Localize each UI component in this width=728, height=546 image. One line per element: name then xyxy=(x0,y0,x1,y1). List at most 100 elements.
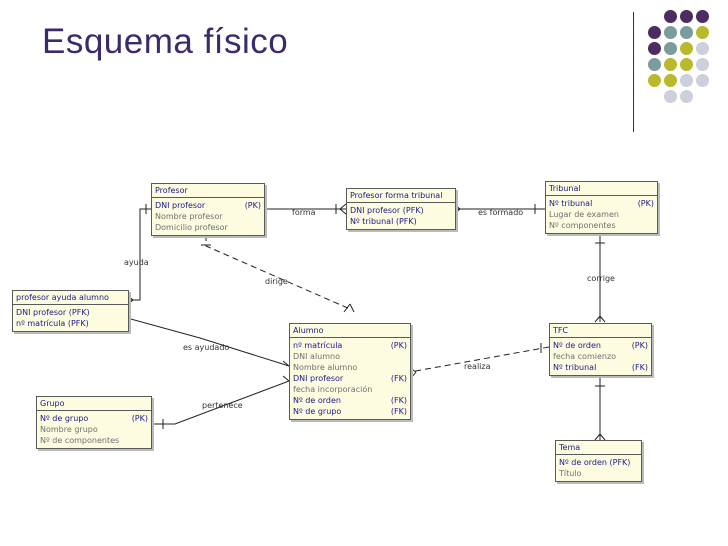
decorative-dot xyxy=(664,90,677,103)
column-name: Nombre profesor xyxy=(155,212,223,221)
table-tribunal-header: Tribunal xyxy=(546,182,657,196)
table-row: Nº de grupo(FK) xyxy=(293,406,407,417)
key-tag: (FK) xyxy=(631,363,648,372)
decorative-dot xyxy=(664,26,677,39)
column-name: Lugar de examen xyxy=(549,210,619,219)
table-profesor-forma-tribunal-body: DNI profesor (PFK) Nº tribunal (PFK) xyxy=(347,203,455,229)
table-row: Domicilio profesor xyxy=(155,222,261,233)
line-ayuda xyxy=(127,208,151,301)
key-tag: (PK) xyxy=(390,341,407,350)
column-name: Domicilio profesor xyxy=(155,223,228,232)
label-es-formado: es formado xyxy=(478,208,524,217)
decorative-dot xyxy=(664,10,677,23)
table-row: DNI profesor (FK) xyxy=(293,373,407,384)
key-tag: (PK) xyxy=(131,414,148,423)
table-tema-header: Tema xyxy=(556,441,641,455)
table-profesor-ayuda-alumno: profesor ayuda alumno DNI profesor (PFK)… xyxy=(12,290,129,332)
key-tag: (FK) xyxy=(390,396,407,405)
line-realiza xyxy=(409,346,550,373)
table-row: DNI alumno xyxy=(293,351,407,362)
label-es-ayudado: es ayudado xyxy=(183,343,230,352)
table-row: Nº de orden(FK) xyxy=(293,395,407,406)
table-profesor-ayuda-alumno-body: DNI profesor (PFK)nº matrícula (PFK) xyxy=(13,305,128,331)
decorative-dot xyxy=(680,90,693,103)
column-name: Nº de orden xyxy=(553,341,601,350)
key-tag: (PK) xyxy=(631,341,648,350)
table-row: nº matrícula (PK) xyxy=(293,340,407,351)
column-name: nº matrícula (PFK) xyxy=(16,319,89,328)
table-tema-body: Nº de orden (PFK) Título xyxy=(556,455,641,481)
table-row: Nombre alumno xyxy=(293,362,407,373)
column-name: Nº de componentes xyxy=(40,436,120,445)
table-profesor-forma-tribunal: Profesor forma tribunal DNI profesor (PF… xyxy=(346,188,456,230)
key-tag: (FK) xyxy=(390,407,407,416)
table-row: DNI profesor (PFK) xyxy=(350,205,452,216)
decorative-dot xyxy=(696,10,709,23)
column-name: Nº tribunal (PFK) xyxy=(350,217,417,226)
key-tag: (PK) xyxy=(637,199,654,208)
decorative-dot xyxy=(680,26,693,39)
line-dirige xyxy=(205,235,351,310)
table-profesor-header: Profesor xyxy=(152,184,264,198)
label-corrige: corrige xyxy=(587,274,615,283)
column-name: Nº de orden (PFK) xyxy=(559,458,631,467)
decorative-dot xyxy=(648,26,661,39)
label-forma: forma xyxy=(292,208,316,217)
decorative-dot xyxy=(696,74,709,87)
decorative-dot xyxy=(664,58,677,71)
decorative-dot xyxy=(680,10,693,23)
table-grupo: Grupo Nº de grupo (PK) Nombre grupo Nº de c… xyxy=(36,396,152,449)
decorative-dot xyxy=(680,74,693,87)
table-row: Nº de orden (PFK) xyxy=(559,457,638,468)
table-row: nº matrícula (PFK) xyxy=(16,318,125,329)
label-realiza: realiza xyxy=(464,362,491,371)
column-name: Nº de grupo xyxy=(40,414,89,423)
column-name: Título xyxy=(559,469,582,478)
table-tema: Tema Nº de orden (PFK) Título xyxy=(555,440,642,482)
table-row: Nº de grupo (PK) xyxy=(40,413,148,424)
table-row: Nº componentes xyxy=(549,220,654,231)
table-profesor-forma-tribunal-header: Profesor forma tribunal xyxy=(347,189,455,203)
column-name: DNI alumno xyxy=(293,352,340,361)
decorative-dot xyxy=(664,42,677,55)
key-tag: (PK) xyxy=(244,201,261,210)
table-row: fecha incorporación xyxy=(293,384,407,395)
decorative-dot xyxy=(680,42,693,55)
table-row: Nº tribunal (PFK) xyxy=(350,216,452,227)
table-row: Lugar de examen xyxy=(549,209,654,220)
column-name: fecha comienzo xyxy=(553,352,617,361)
table-grupo-header: Grupo xyxy=(37,397,151,411)
page-title: Esquema físico xyxy=(42,22,289,61)
key-tag: (FK) xyxy=(390,374,407,383)
decorative-dot xyxy=(648,42,661,55)
decorative-dot xyxy=(648,58,661,71)
line-es-ayudado xyxy=(126,317,290,367)
table-row: Nº tribunal (FK) xyxy=(553,362,648,373)
table-row: fecha comienzo xyxy=(553,351,648,362)
label-ayuda: ayuda xyxy=(124,258,149,267)
column-name: nº matrícula xyxy=(293,341,343,350)
column-name: DNI profesor xyxy=(155,201,206,210)
table-alumno-header: Alumno xyxy=(290,324,410,338)
table-profesor-ayuda-alumno-header: profesor ayuda alumno xyxy=(13,291,128,305)
decorative-dot xyxy=(696,58,709,71)
column-name: Nombre grupo xyxy=(40,425,98,434)
label-dirige: dirige xyxy=(265,277,288,286)
table-row: Título xyxy=(559,468,638,479)
column-name: Nº componentes xyxy=(549,221,616,230)
table-row: Nombre profesor xyxy=(155,211,261,222)
table-tfc-header: TFC xyxy=(550,324,651,338)
column-name: Nº tribunal xyxy=(553,363,597,372)
decorative-dot xyxy=(648,74,661,87)
column-name: DNI profesor xyxy=(293,374,344,383)
table-row: DNI profesor (PFK) xyxy=(16,307,125,318)
table-profesor: Profesor DNI profesor (PK) Nombre profesor… xyxy=(151,183,265,236)
column-name: DNI profesor (PFK) xyxy=(350,206,424,215)
